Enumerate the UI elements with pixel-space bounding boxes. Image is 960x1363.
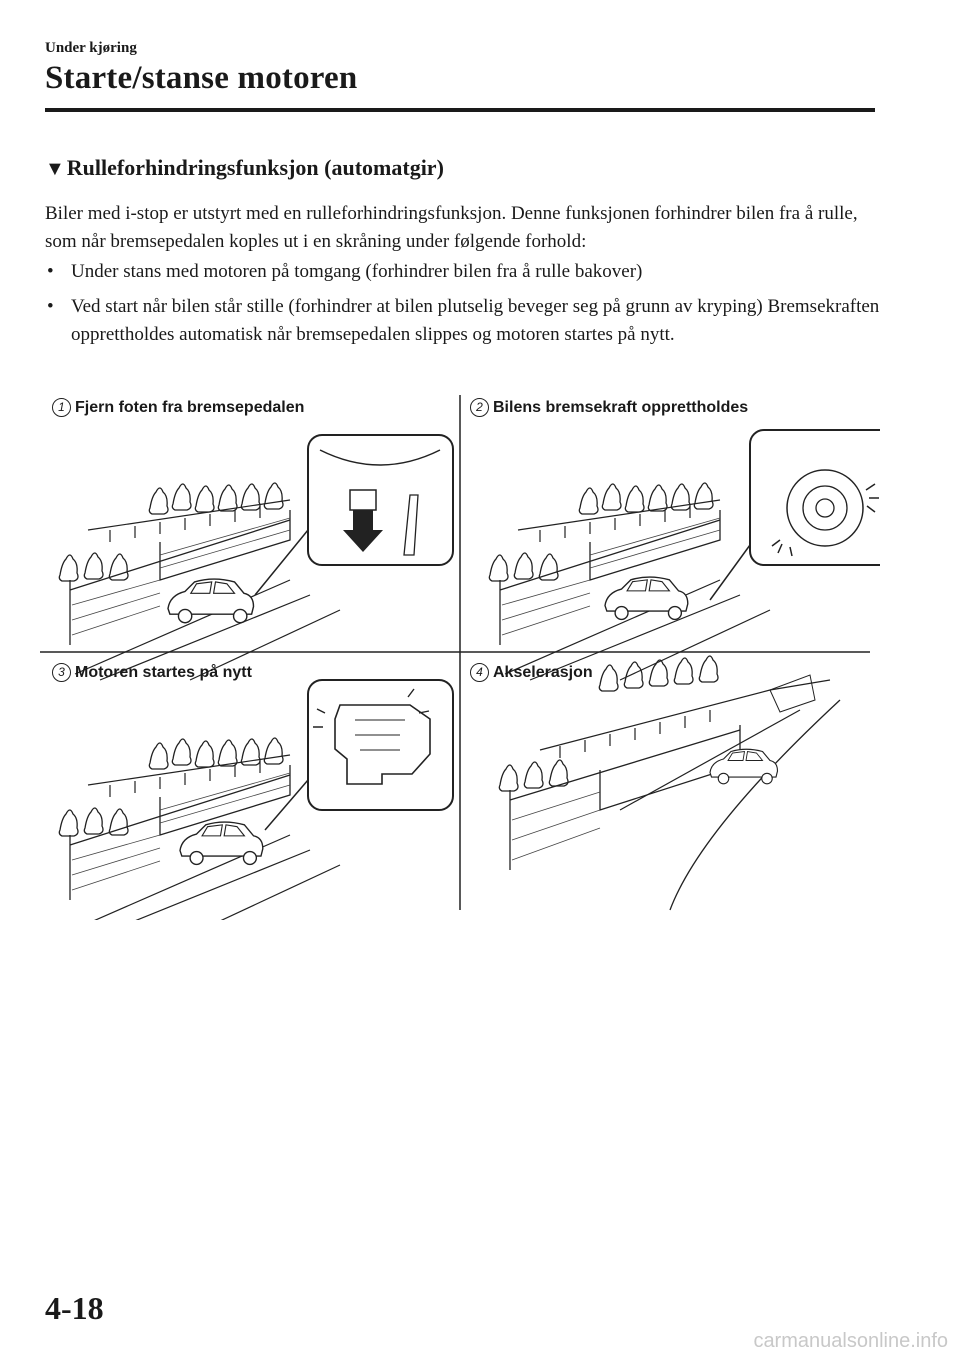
title-divider	[45, 108, 875, 112]
page-title: Starte/stanse motoren	[45, 60, 358, 96]
panel-caption-text: Bilens bremsekraft opprettholdes	[493, 398, 749, 416]
number-3-icon: 3	[52, 663, 71, 682]
panel-caption-text: Motoren startes på nytt	[75, 663, 252, 681]
list-item: • Ved start når bilen står stille (forhin…	[45, 293, 890, 349]
watermark: carmanualsonline.info	[753, 1330, 948, 1352]
breadcrumb: Under kjøring	[45, 40, 137, 56]
bullet-icon: •	[47, 261, 54, 282]
panel-3-drawing	[59, 679, 454, 920]
list-item-text: Ved start når bilen står stille (forhind…	[71, 296, 880, 345]
number-2-icon: 2	[470, 398, 489, 417]
number-1-icon: 1	[52, 398, 71, 417]
page-number: 4-18	[45, 1290, 104, 1326]
panel-caption-text: Fjern foten fra bremsepedalen	[75, 398, 305, 416]
number-4-icon: 4	[470, 663, 489, 682]
panel-caption-text: Akselerasjon	[493, 663, 593, 681]
list-item: • Under stans med motoren på tomgang (for…	[45, 258, 890, 286]
panel-1-caption: 1 Fjern foten fra bremsepedalen	[52, 398, 304, 417]
down-triangle-icon: ▼	[45, 158, 65, 180]
section-heading-text: Rulleforhindringsfunksjon (automatgir)	[66, 155, 444, 180]
panel-1-drawing	[59, 434, 454, 680]
panel-2-caption: 2 Bilens bremsekraft opprettholdes	[470, 398, 748, 417]
bullet-icon: •	[47, 296, 54, 317]
panel-3-caption: 3 Motoren startes på nytt	[52, 663, 252, 682]
section-heading: ▼Rulleforhindringsfunksjon (automatgir)	[45, 155, 444, 181]
roll-prevention-illustration: 1 Fjern foten fra bremsepedalen 2 Bilens…	[40, 390, 880, 920]
list-item-text: Under stans med motoren på tomgang (forh…	[71, 261, 643, 282]
condition-list: • Under stans med motoren på tomgang (for…	[45, 258, 890, 356]
illustration-drawing	[40, 395, 880, 920]
panel-4-caption: 4 Akselerasjon	[470, 663, 593, 682]
panel-4-drawing	[498, 655, 841, 911]
panel-2-drawing	[489, 429, 880, 680]
intro-paragraph: Biler med i-stop er utstyrt med en rulle…	[45, 203, 858, 252]
